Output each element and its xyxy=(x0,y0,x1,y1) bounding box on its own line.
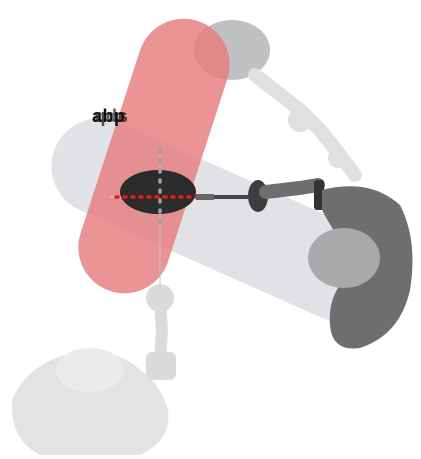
target-ellipse xyxy=(120,170,196,214)
label-text-mirrored: abp xyxy=(94,106,128,126)
bottom-figure-icon xyxy=(12,284,176,455)
diagram-label: abp abp xyxy=(92,106,152,130)
